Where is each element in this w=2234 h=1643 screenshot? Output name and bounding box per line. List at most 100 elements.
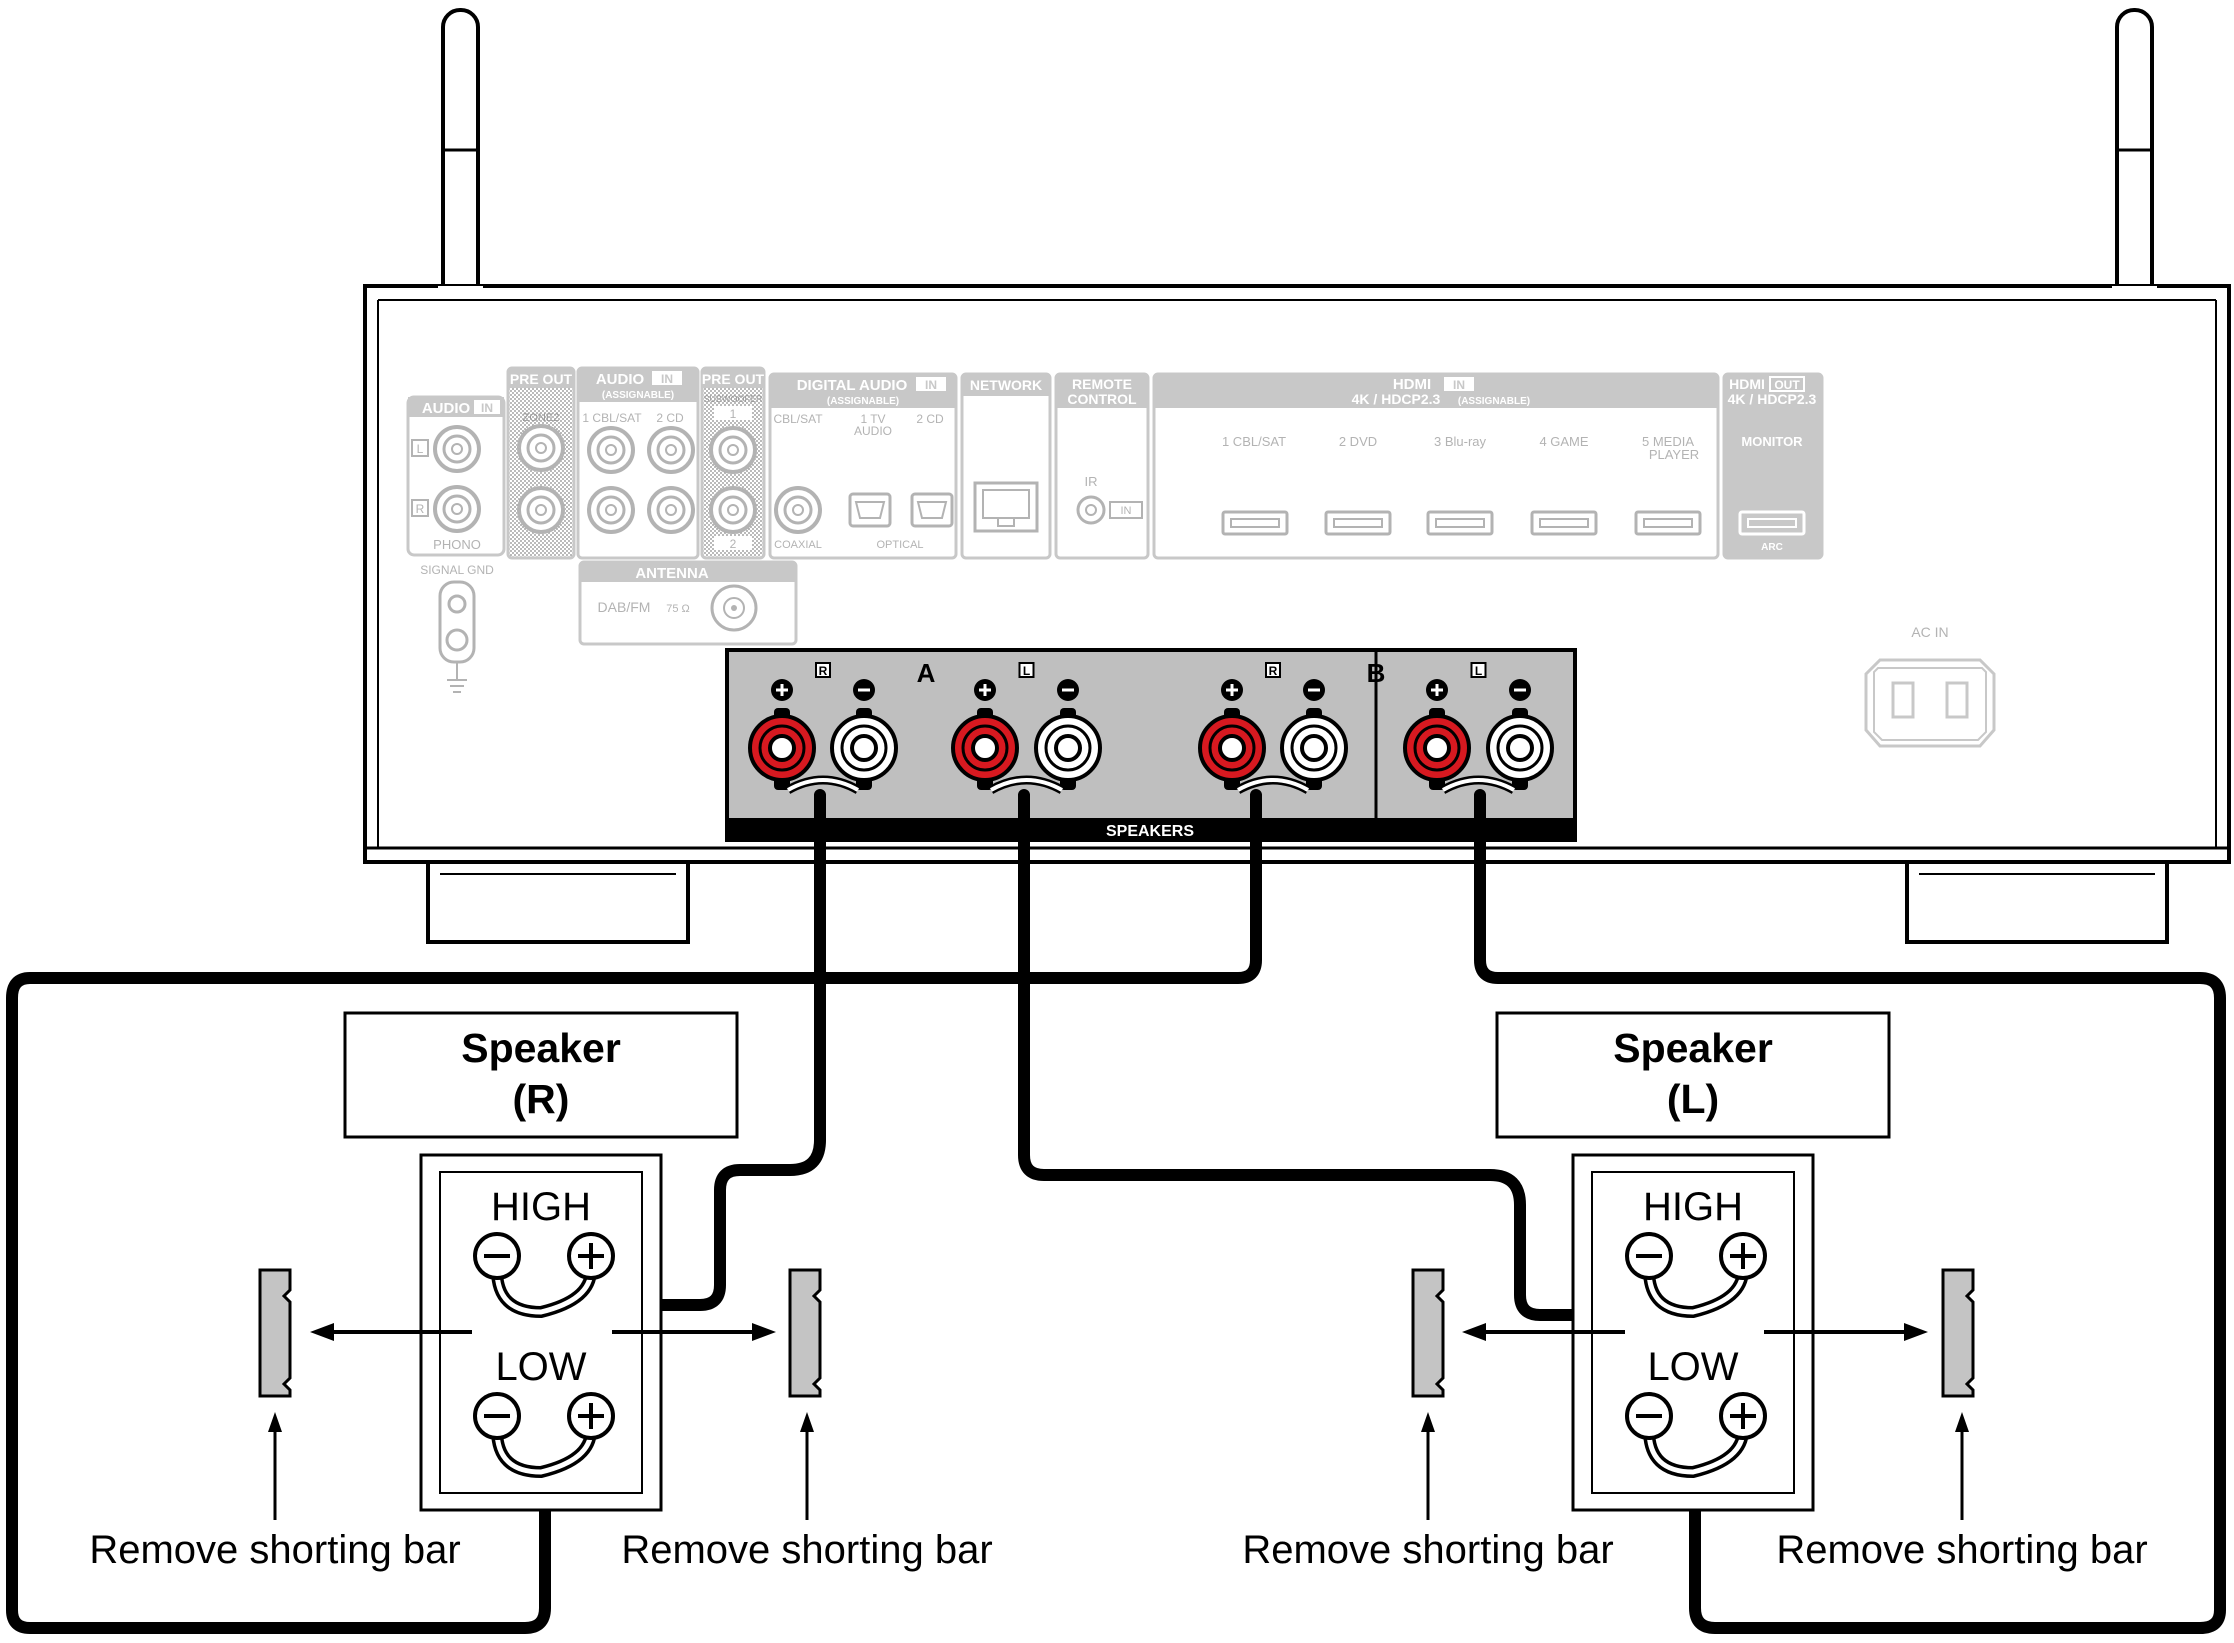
ir-in-label: IN <box>1121 505 1132 517</box>
caption-remove-bar-2: Remove shorting bar <box>621 1528 992 1572</box>
speaker-wires <box>6 789 2226 1634</box>
shorting-bars <box>258 1268 1975 1520</box>
speaker-r-high-plus <box>567 1232 615 1280</box>
audio-in-tag: IN <box>481 401 493 415</box>
ac-in-label: AC IN <box>1911 624 1948 640</box>
speaker-r-high: HIGH <box>491 1185 591 1229</box>
audio-in2-ch1: 1 CBL/SAT <box>582 411 642 425</box>
jumper-low-inner <box>494 1429 594 1475</box>
antenna-title: ANTENNA <box>635 565 708 582</box>
speaker-l-low: LOW <box>1647 1345 1738 1389</box>
channel-box <box>815 662 831 678</box>
hdmi-out-title: HDMI <box>1729 376 1765 392</box>
pre-out-zone2-title: PRE OUT <box>510 371 573 387</box>
pointer-4-head <box>1955 1412 1969 1432</box>
plus-terminal <box>1198 679 1266 790</box>
hdmi-out-block: HDMI OUT 4K / HDCP2.3 MONITOR ARC <box>1722 372 1824 560</box>
remote-title1: REMOTE <box>1072 376 1132 392</box>
digital-c3: 2 CD <box>916 412 944 426</box>
network-block: NETWORK <box>960 372 1052 560</box>
hdmi-in-4: 4 GAME <box>1539 434 1588 449</box>
digital-audio-sub: (ASSIGNABLE) <box>827 396 899 407</box>
optical-label: OPTICAL <box>876 539 923 551</box>
minus-terminal <box>830 679 898 790</box>
remote-title2: CONTROL <box>1067 391 1137 407</box>
ac-in-block: AC IN <box>1864 624 1996 748</box>
hdmi-in-sub2: (ASSIGNABLE) <box>1458 396 1530 407</box>
arrow-l-left-head <box>1462 1323 1486 1341</box>
receiver-foot-left <box>426 860 690 944</box>
captions: Remove shorting bar Remove shorting bar … <box>89 1528 2147 1572</box>
channel-box <box>1470 662 1487 678</box>
digital-c2a: 1 TV <box>860 412 885 426</box>
sub-1-label: 1 <box>730 407 737 421</box>
hdmi-in-5: 5 MEDIA <box>1642 434 1694 449</box>
speaker-l-title: Speaker <box>1613 1025 1773 1071</box>
audio-in2-ch2: 2 CD <box>656 411 684 425</box>
hdmi-in-2: 2 DVD <box>1339 434 1377 449</box>
arrow-r-left-head <box>310 1323 334 1341</box>
group-a-label: A <box>917 658 936 688</box>
channel-letter: R <box>819 664 828 678</box>
jumper-low-inner <box>1646 1429 1746 1475</box>
hdmi-in-block: HDMI IN 4K / HDCP2.3 (ASSIGNABLE) 1 CBL/… <box>1152 372 1720 560</box>
coaxial-label: COAXIAL <box>774 539 822 551</box>
speaker-r-title: Speaker <box>461 1025 621 1071</box>
speaker-r: Speaker (R) HIGH LOW <box>343 1011 739 1512</box>
plus-terminal <box>951 679 1019 790</box>
speaker-l-side: (L) <box>1667 1076 1719 1122</box>
pointer-2-head <box>800 1412 814 1432</box>
arrow-l-right-head <box>1904 1323 1928 1341</box>
terminal-wire-loop-inner <box>990 778 1063 792</box>
ir-label: IR <box>1085 474 1098 489</box>
antenna-block: ANTENNA DAB/FM 75 Ω <box>578 560 798 646</box>
terminal-wire-loop-inner <box>1237 778 1309 792</box>
dabfm-label: DAB/FM <box>598 599 651 615</box>
speaker-r-low-minus <box>473 1392 521 1440</box>
hdmi-in-5-line2: PLAYER <box>1649 447 1699 462</box>
bar-r-right <box>788 1268 822 1398</box>
speaker-r-low: LOW <box>495 1345 586 1389</box>
sub-2-label: 2 <box>730 537 737 551</box>
minus-terminal <box>1034 679 1102 790</box>
channel-box <box>1265 662 1281 678</box>
bar-l-right <box>1941 1268 1975 1398</box>
ohm-label: 75 Ω <box>666 603 690 615</box>
hdmi-in-1: 1 CBL/SAT <box>1222 434 1286 449</box>
minus-terminal <box>1280 679 1348 790</box>
pre-out-sub-title: PRE OUT <box>702 371 765 387</box>
caption-remove-bar-3: Remove shorting bar <box>1242 1528 1613 1572</box>
digital-c1: CBL/SAT <box>773 412 823 426</box>
zone2-label: ZONE2 <box>523 412 560 424</box>
jumper-high-inner <box>1646 1269 1746 1315</box>
pre-out-zone2-block: PRE OUT ZONE2 <box>506 366 576 560</box>
speaker-l-high-plus <box>1719 1232 1767 1280</box>
hdmi-in-title: HDMI <box>1393 376 1431 393</box>
remote-control-block: REMOTE CONTROL IR IN <box>1054 372 1150 560</box>
receiver-foot-right <box>1905 860 2169 944</box>
network-title: NETWORK <box>970 377 1042 393</box>
audio-in-assignable-block: AUDIO IN (ASSIGNABLE) 1 CBL/SAT 2 CD <box>576 366 700 560</box>
group-b-label: B <box>1367 658 1386 688</box>
audio-in-left: L <box>417 442 424 456</box>
speaker-r-side: (R) <box>513 1076 570 1122</box>
arc-label: ARC <box>1761 542 1783 553</box>
speaker-r-low-plus <box>567 1392 615 1440</box>
digital-c2b: AUDIO <box>854 424 892 438</box>
audio-in2-sub: (ASSIGNABLE) <box>602 390 674 401</box>
plus-terminal <box>748 679 816 790</box>
digital-audio-tag: IN <box>925 378 937 392</box>
speaker-l-high: HIGH <box>1643 1185 1743 1229</box>
minus-terminal <box>1486 679 1554 790</box>
audio-in2-title: AUDIO <box>596 371 645 388</box>
speaker-binding-posts <box>473 1232 1767 1479</box>
speaker-l-low-minus <box>1625 1392 1673 1440</box>
speaker-l-low-plus <box>1719 1392 1767 1440</box>
pointer-3-head <box>1421 1412 1435 1432</box>
pointer-1-head <box>268 1412 282 1432</box>
speaker-r-high-minus <box>473 1232 521 1280</box>
arrow-r-right-head <box>752 1323 776 1341</box>
audio-in-phono-block: AUDIO IN L R PHONO SIGNAL GND <box>406 395 506 693</box>
